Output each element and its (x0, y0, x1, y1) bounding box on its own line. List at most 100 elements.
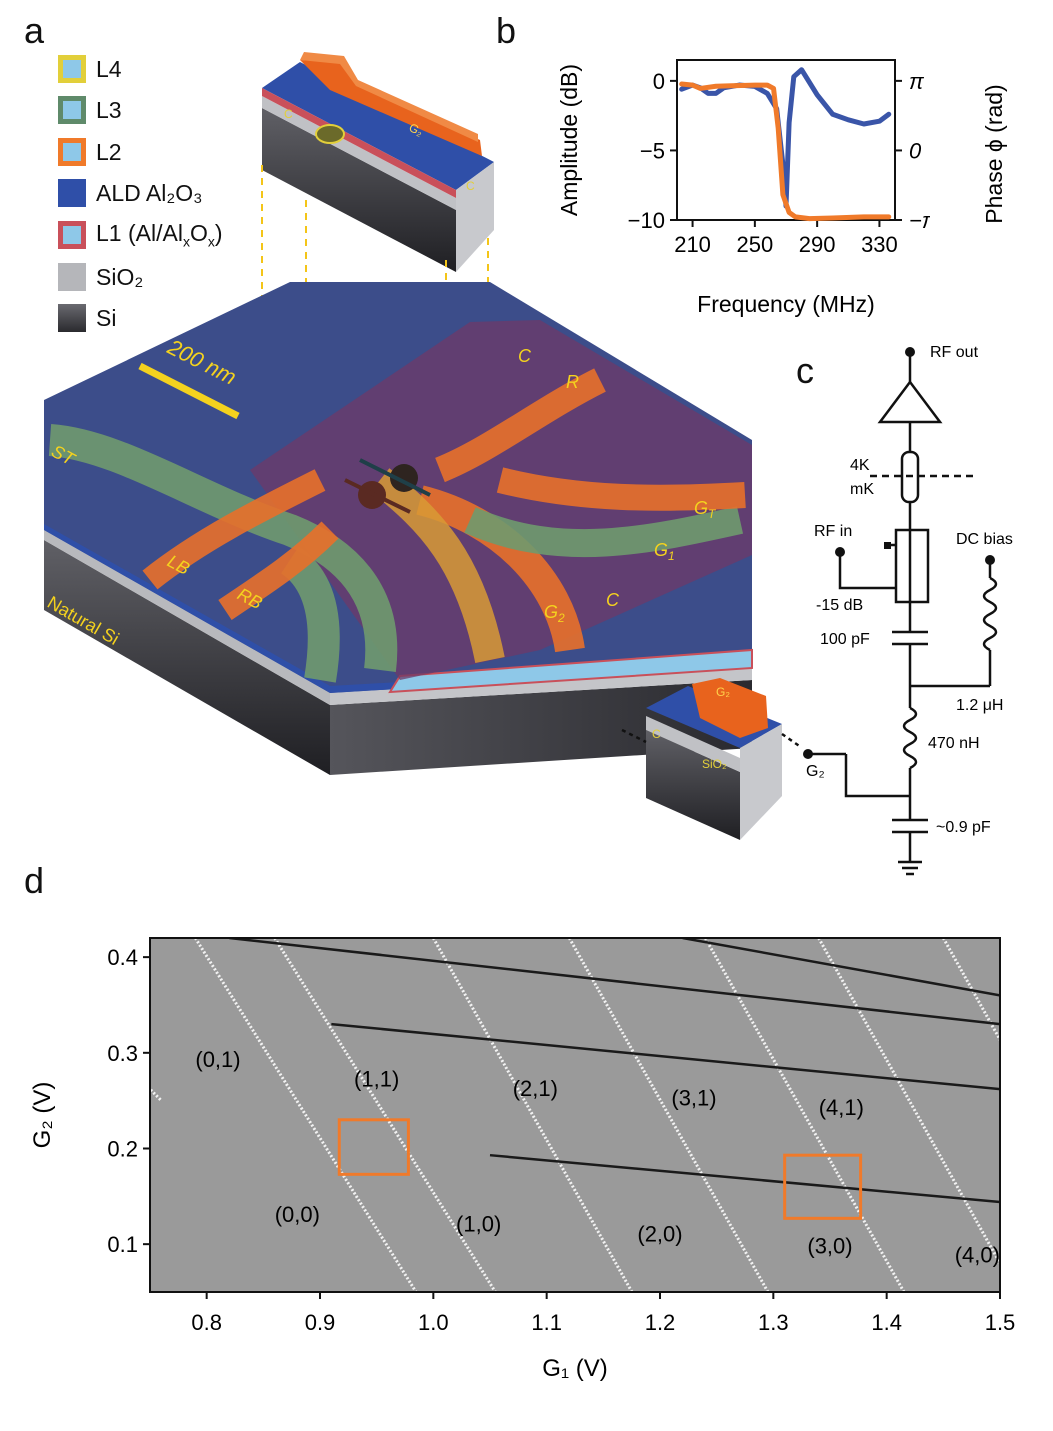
rf-circuit-diagram: RF out 4K mK RF in DC bias -15 dB 100 pF… (803, 344, 1013, 876)
x-tick-label: 1.0 (418, 1310, 449, 1335)
dark-transition-line (682, 938, 1000, 997)
legend-item-l3: L3 (58, 95, 122, 125)
gate-label-g2-main: G (544, 602, 558, 622)
white-transition-line (194, 938, 418, 1292)
legend-item-l4: L4 (58, 54, 122, 84)
charge-state-label: (1,0) (456, 1212, 501, 1237)
x-tick-label: 330 (861, 232, 898, 257)
charge-state-label: (3,0) (807, 1234, 852, 1259)
legend-label-part: L1 (Al/Al (96, 220, 183, 247)
legend-item-l2: L2 (58, 137, 122, 167)
y-tick-label: 0.3 (107, 1041, 138, 1066)
resonance-chart-xlabel: Frequency (MHz) (697, 291, 875, 317)
dark-transition-line (331, 1022, 1000, 1091)
resonance-chart-ylabel: Amplitude (dB) (556, 64, 582, 216)
heatmap-xlabel: G₁ (V) (542, 1355, 607, 1382)
y-tick-label: 0.4 (107, 945, 138, 970)
transition-lines (150, 938, 1000, 1292)
dc-bias-label: DC bias (956, 531, 1013, 548)
x-tick-label: 0.9 (305, 1310, 336, 1335)
inset-top-label-g2: G₂ (407, 120, 426, 139)
y-tick-label: 0 (653, 69, 665, 94)
legend-label: SiO₂ (96, 263, 144, 290)
x-tick-label: 290 (799, 232, 836, 257)
legend-swatch (58, 138, 86, 166)
highlight-box (337, 1118, 410, 1176)
legend-label: L3 (96, 96, 122, 123)
rf-in-label: RF in (814, 523, 852, 540)
charge-state-label: (3,1) (671, 1085, 716, 1110)
inset-top-label-c2: C (466, 179, 475, 193)
gate-label-gt-sub: T (708, 507, 717, 521)
x-tick-label: 0.8 (191, 1310, 222, 1335)
gate-label-g1: G1 (654, 540, 675, 563)
device-illustration: C G₂ C 200 nm Natural Si ST (44, 52, 800, 840)
x-tick-label: 1.5 (985, 1310, 1016, 1335)
phase-axis-label: Phase ϕ (rad) (981, 84, 1007, 223)
resonance-chart-frame (676, 59, 896, 221)
inset-bottom-label-g2: G₂ (716, 685, 730, 699)
scale-bar (138, 362, 240, 420)
coupler-label: -15 dB (816, 597, 863, 614)
highlight-boxes (337, 1118, 863, 1220)
legend-item-ald: ALD Al₂O₃ (58, 178, 203, 208)
charge-state-label: (2,1) (513, 1076, 558, 1101)
heatmap-background (150, 938, 1000, 1292)
gate-label-c-bottom: C (606, 590, 620, 610)
temp-mk-label: mK (850, 481, 874, 498)
charge-state-label: (4,0) (955, 1242, 1000, 1267)
inductor1-label: 1.2 μH (956, 697, 1003, 714)
gate-label-r: R (566, 372, 579, 392)
inset-bottom-crosssection: C G₂ SiO₂ (621, 678, 800, 840)
gate-label-gt: GT (694, 498, 717, 521)
white-transition-line (273, 938, 498, 1292)
legend-label-part: O (189, 220, 208, 247)
heatmap-ylabel: G₂ (V) (29, 1082, 56, 1149)
legend-swatch (58, 263, 86, 291)
inset-top-label-c: C (284, 107, 293, 121)
legend-swatch (58, 179, 86, 207)
gate-label-g1-sub: 1 (668, 549, 675, 563)
charge-state-label: (2,0) (637, 1221, 682, 1246)
dark-transition-line (229, 938, 1000, 1026)
x-tick-label: 1.2 (645, 1310, 676, 1335)
charge-stability-diagram: (0,1)(1,1)(2,1)(3,1)(4,1)(0,0)(1,0)(2,0)… (29, 937, 1015, 1382)
legend-item-l1: L1 (Al/AlxOx) (58, 220, 223, 250)
dark-transition-line (489, 1153, 1000, 1204)
highlight-box (783, 1153, 863, 1220)
y2-tick-label: 0 (909, 138, 922, 163)
heatmap-frame (149, 937, 1001, 1293)
y-tick-label: 0.2 (107, 1136, 138, 1161)
charge-state-label: (1,1) (354, 1066, 399, 1091)
resonance-chart-series (679, 67, 892, 222)
inset-bottom-label-sio2: SiO₂ (702, 757, 727, 771)
cap2-label: ~0.9 pF (936, 819, 991, 836)
charge-state-label: (4,1) (819, 1095, 864, 1120)
x-tick-label: 1.1 (531, 1310, 562, 1335)
white-transition-line (568, 938, 770, 1292)
gate-g2-label: G₂ (806, 763, 825, 780)
cap1-label: 100 pF (820, 631, 870, 648)
y-tick-label: −5 (640, 138, 665, 163)
x-tick-label: 1.4 (871, 1310, 902, 1335)
legend-swatch (58, 221, 86, 249)
resonance-chart-right-label: Phase ϕ (rad) (981, 84, 1007, 223)
phase-line (679, 81, 892, 222)
x-tick-label: 1.3 (758, 1310, 789, 1335)
inset-bottom-label-c: C (652, 727, 661, 741)
y-tick-label: −10 (628, 208, 665, 233)
rf-out-label: RF out (930, 344, 979, 361)
legend-swatch (58, 96, 86, 124)
charge-state-labels: (0,1)(1,1)(2,1)(3,1)(4,1)(0,0)(1,0)(2,0)… (195, 1047, 1000, 1267)
panel-label-b: b (496, 10, 517, 51)
charge-state-label: (0,1) (195, 1047, 240, 1072)
legend-label: ALD Al₂O₃ (96, 179, 203, 206)
chip-block: 200 nm Natural Si ST LB RB C R GT G1 G2 … (44, 282, 753, 775)
gate-label-c-top: C (518, 346, 532, 366)
inductor2-label: 470 nH (928, 735, 980, 752)
legend-sub: x (182, 233, 190, 250)
gate-label-g2-sub: 2 (557, 611, 565, 625)
legend-swatch (58, 55, 86, 83)
